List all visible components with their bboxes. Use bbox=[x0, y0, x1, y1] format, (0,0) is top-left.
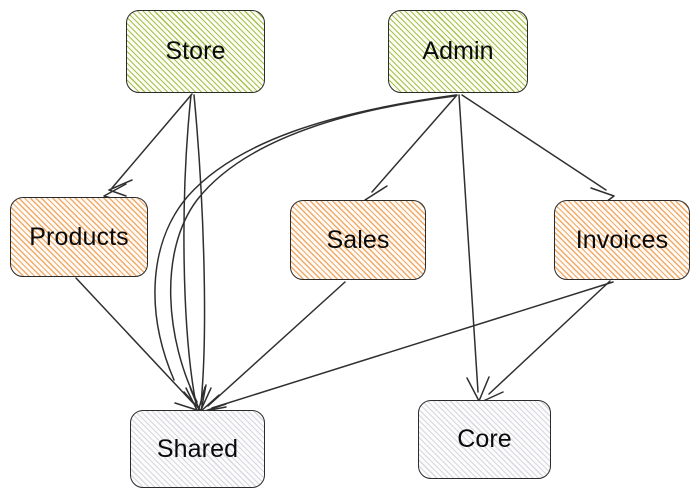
edge-line bbox=[461, 94, 607, 191]
edge-line bbox=[211, 281, 614, 409]
edge-invoices-to-core bbox=[480, 280, 611, 409]
node-shared[interactable]: Shared bbox=[130, 410, 265, 488]
edge-products-to-shared bbox=[75, 277, 201, 412]
edge-admin-to-invoices bbox=[461, 94, 615, 206]
node-store[interactable]: Store bbox=[126, 10, 265, 93]
node-core[interactable]: Core bbox=[418, 400, 551, 479]
edge-admin-to-products bbox=[108, 94, 457, 381]
edge-admin-to-sales bbox=[364, 94, 458, 206]
node-admin[interactable]: Admin bbox=[388, 10, 528, 93]
edge-store-to-shared bbox=[189, 94, 212, 413]
edge-line bbox=[193, 94, 206, 405]
edge-invoices-to-shared bbox=[201, 281, 614, 416]
node-sales[interactable]: Sales bbox=[290, 200, 426, 280]
node-label: Admin bbox=[422, 37, 494, 65]
edge-line bbox=[183, 94, 197, 405]
arrowhead-icon bbox=[174, 389, 201, 412]
edge-line bbox=[458, 94, 479, 393]
edge-store-to-shared bbox=[183, 94, 206, 413]
edges-group bbox=[75, 93, 615, 416]
edge-line bbox=[371, 94, 458, 193]
edge-line bbox=[154, 94, 457, 381]
arrowhead-icon bbox=[466, 376, 490, 402]
node-label: Invoices bbox=[575, 225, 669, 254]
node-products[interactable]: Products bbox=[10, 197, 148, 277]
node-label: Products bbox=[29, 222, 129, 251]
node-invoices[interactable]: Invoices bbox=[554, 200, 690, 280]
node-label: Shared bbox=[156, 434, 239, 463]
edge-store-to-products bbox=[103, 93, 193, 202]
edge-line bbox=[488, 280, 611, 395]
edge-line bbox=[111, 93, 193, 189]
node-label: Core bbox=[457, 425, 512, 453]
edge-sales-to-shared bbox=[199, 281, 346, 413]
edge-line bbox=[207, 281, 346, 407]
edge-admin-to-core bbox=[458, 94, 490, 402]
arrowhead-icon bbox=[108, 179, 133, 197]
edge-line bbox=[169, 95, 456, 403]
node-label: Store bbox=[165, 37, 226, 65]
node-label: Sales bbox=[326, 225, 390, 254]
edge-line bbox=[75, 277, 194, 404]
